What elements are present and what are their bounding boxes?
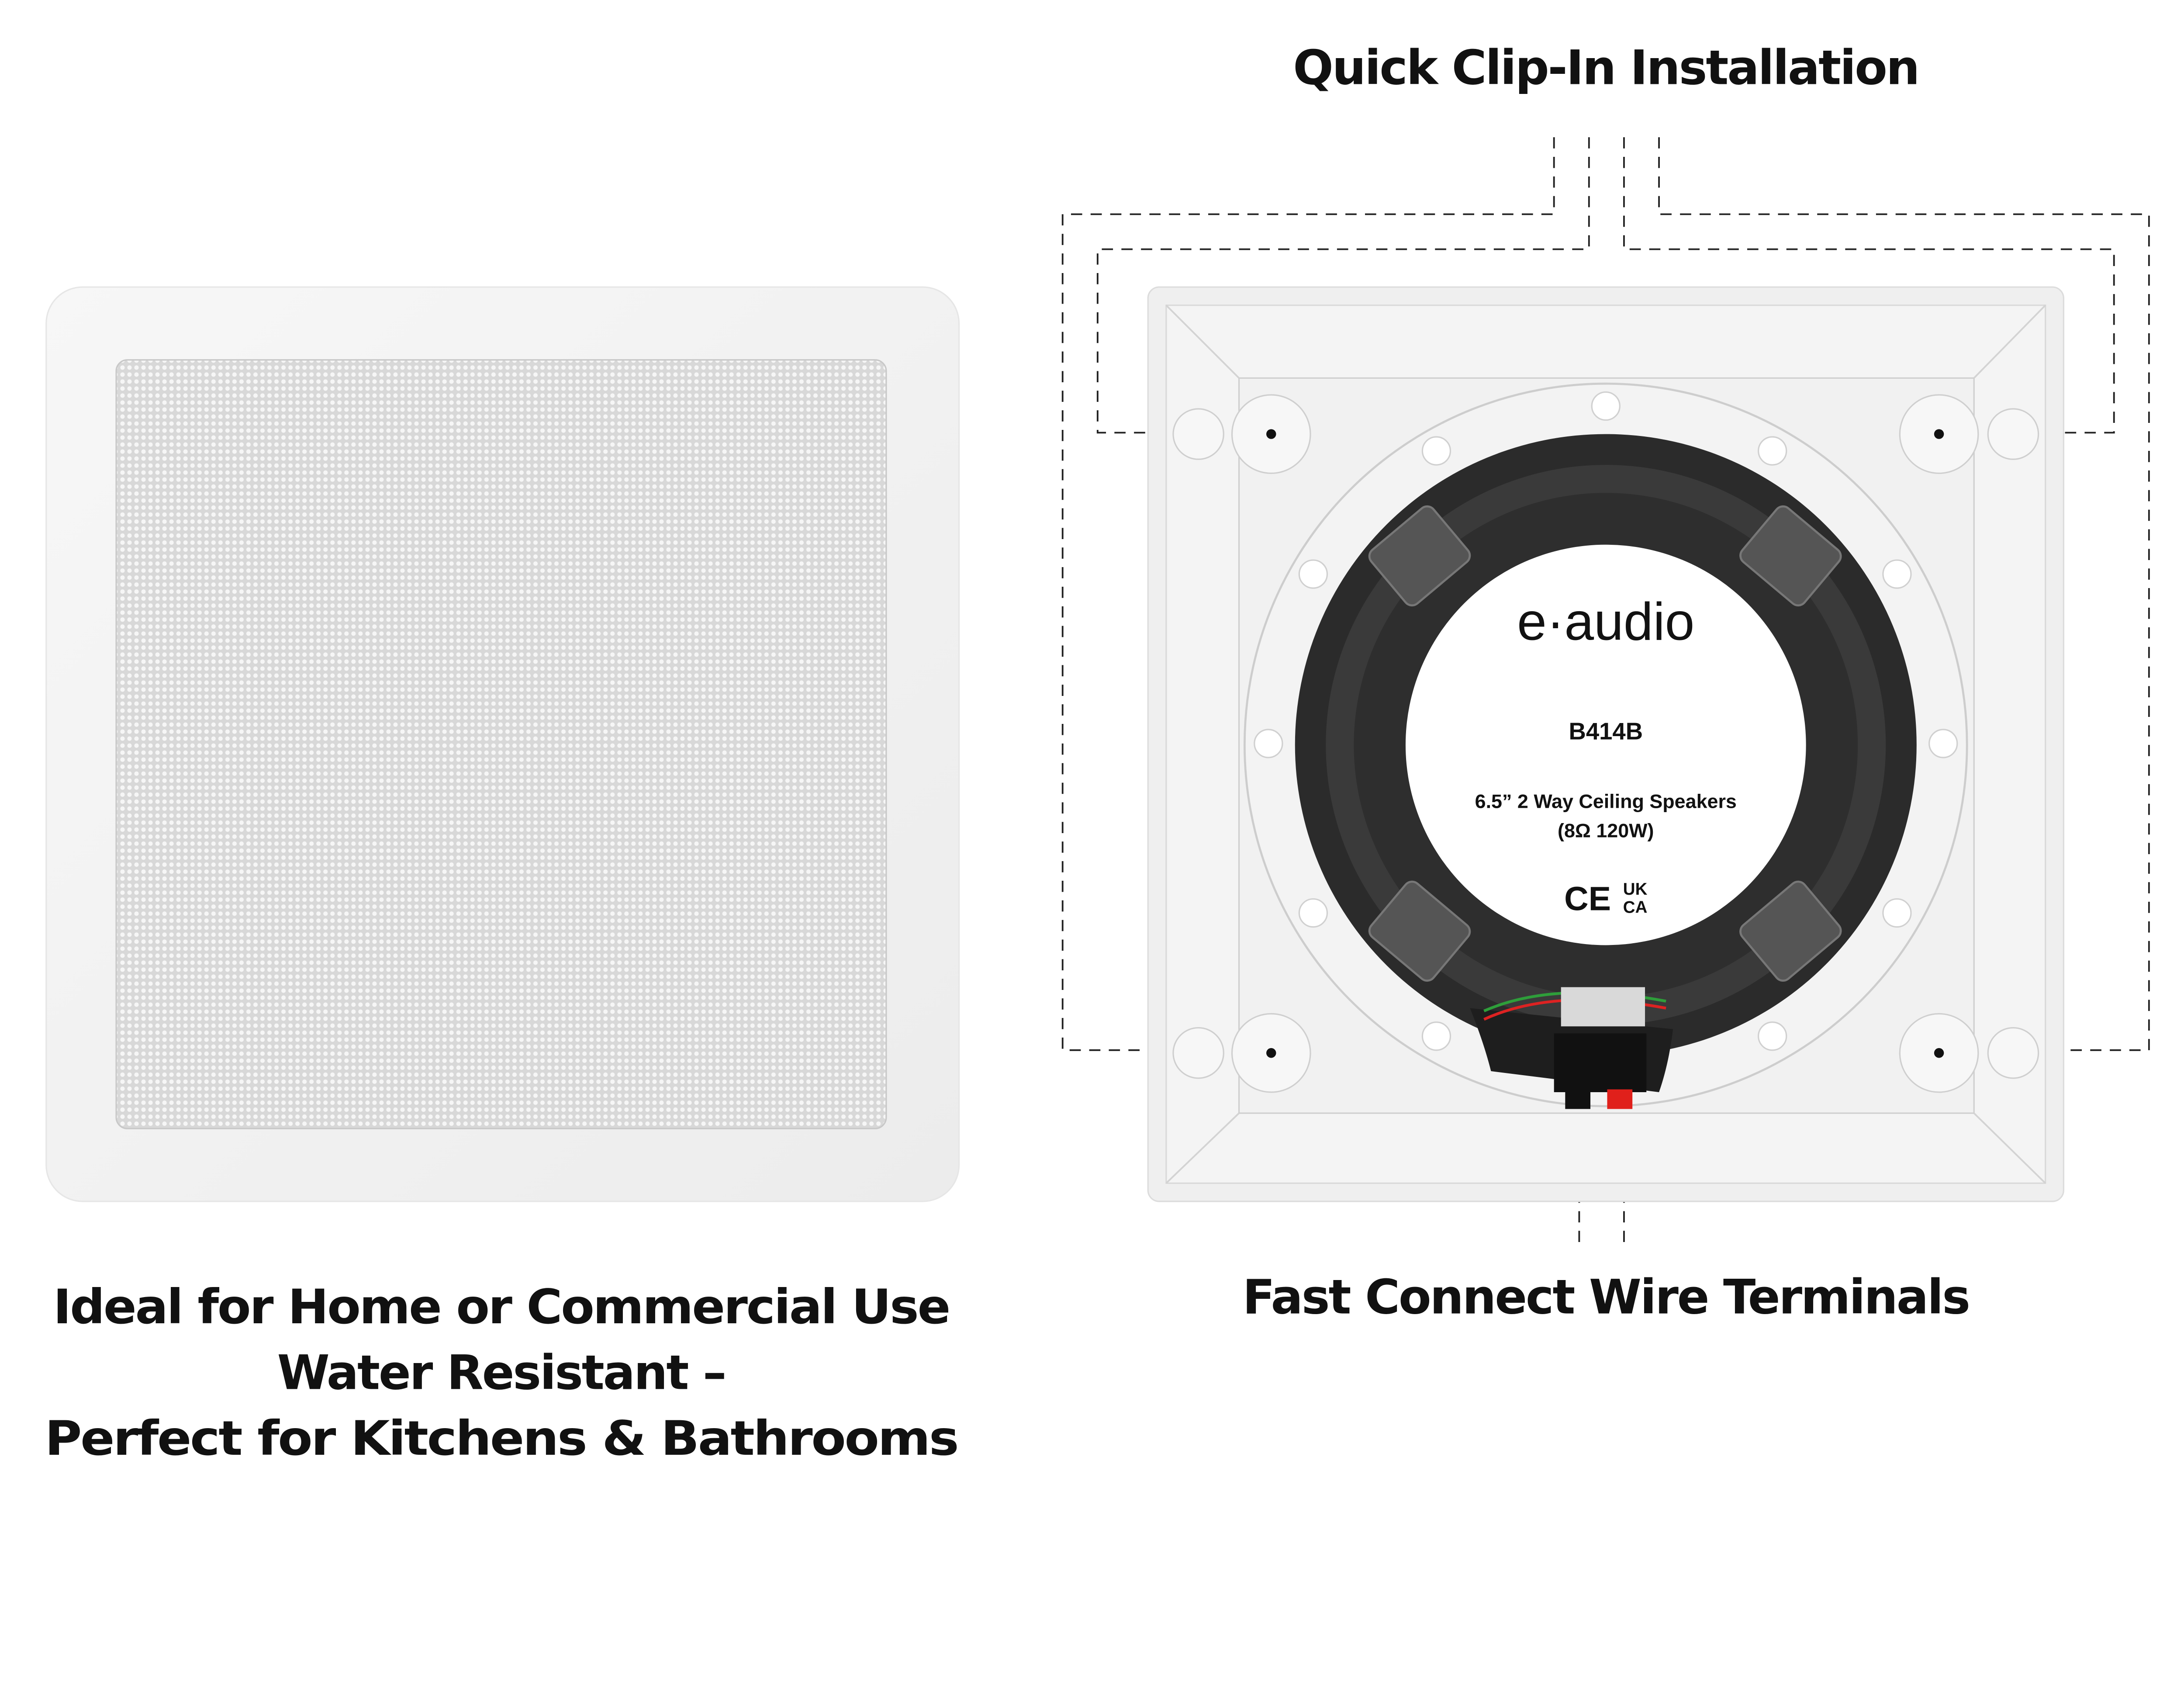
speaker-rear-view: e·audio B414B 6.5” 2 Way Ceiling Speaker… [1147, 286, 2064, 1202]
ca-mark: CA [1623, 898, 1648, 917]
ce-mark: CE [1564, 880, 1611, 917]
left-caption: Ideal for Home or Commercial Use Water R… [45, 1279, 959, 1466]
speaker-front-view [45, 286, 960, 1202]
callout-fast-connect: Fast Connect Wire Terminals [1243, 1269, 1969, 1325]
callout-quick-clip-in: Quick Clip-In Installation [1293, 40, 1918, 95]
caption-line-3: Perfect for Kitchens & Bathrooms [45, 1411, 958, 1466]
brand-logo: e·audio [1517, 592, 1694, 651]
product-infographic: Ideal for Home or Commercial Use Water R… [45, 40, 2150, 1466]
uk-mark: UK [1623, 880, 1648, 899]
driver-label [1405, 544, 1806, 945]
speaker-grille [115, 359, 887, 1129]
speaker-description: 6.5” 2 Way Ceiling Speakers [1475, 790, 1737, 812]
wire-terminals [1470, 987, 1673, 1109]
speaker-spec: (8Ω 120W) [1558, 820, 1654, 842]
caption-line-2: Water Resistant – [277, 1345, 726, 1400]
caption-line-1: Ideal for Home or Commercial Use [53, 1279, 949, 1335]
model-number: B414B [1569, 718, 1643, 744]
